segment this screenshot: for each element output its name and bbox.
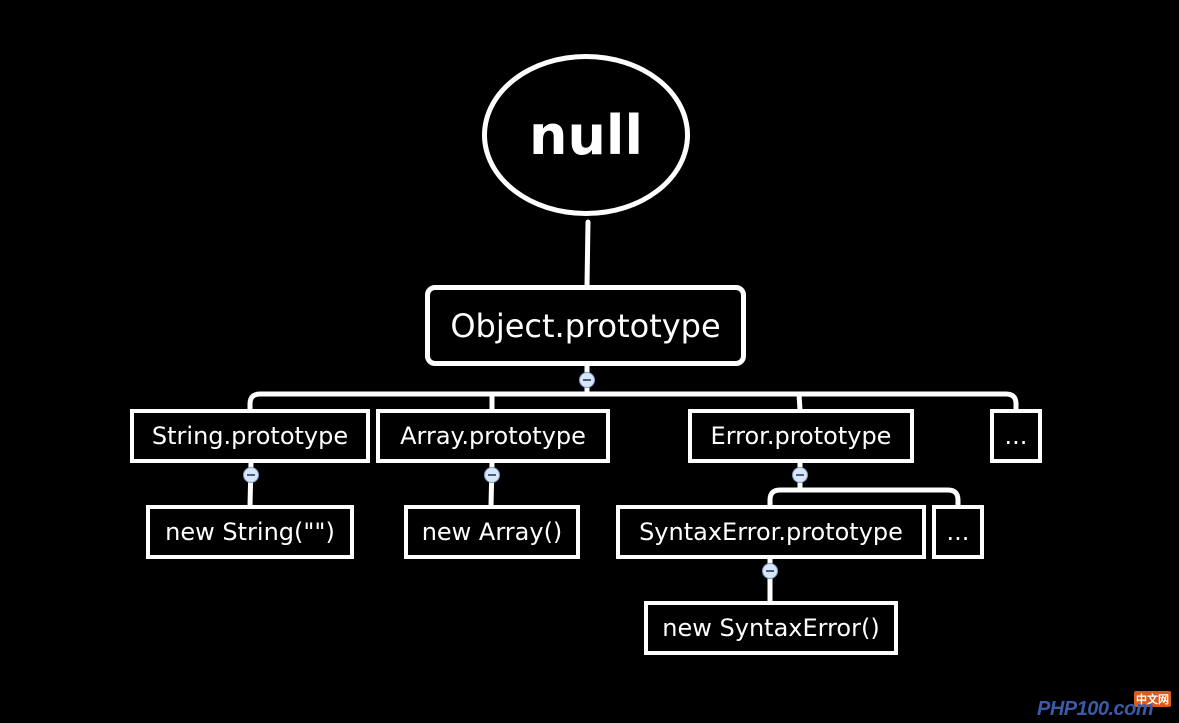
node-new-syntaxerror-label: new SyntaxError() [662, 614, 880, 642]
watermark-cn: 中文网 [1134, 691, 1171, 707]
node-syntaxerror-prototype[interactable]: SyntaxError.prototype [616, 505, 926, 559]
collapse-syntaxerror-prototype-icon[interactable] [762, 563, 778, 579]
node-null-label: null [529, 103, 643, 167]
node-string-prototype[interactable]: String.prototype [130, 409, 370, 463]
node-new-string[interactable]: new String("") [146, 505, 354, 559]
node-new-syntaxerror[interactable]: new SyntaxError() [644, 601, 898, 655]
node-null[interactable]: null [482, 54, 690, 216]
node-more-error-prototypes-label: ... [946, 518, 970, 546]
watermark-logo: 中文网 PHP100.com [1037, 691, 1173, 721]
node-error-prototype[interactable]: Error.prototype [688, 409, 914, 463]
node-object-prototype-label: Object.prototype [450, 306, 721, 345]
node-more-prototypes[interactable]: ... [990, 409, 1042, 463]
collapse-object-prototype-icon[interactable] [579, 372, 595, 388]
node-new-array-label: new Array() [421, 518, 563, 546]
collapse-error-prototype-icon[interactable] [792, 467, 808, 483]
collapse-string-prototype-icon[interactable] [243, 467, 259, 483]
node-array-prototype[interactable]: Array.prototype [376, 409, 610, 463]
node-more-prototypes-label: ... [1004, 422, 1028, 450]
node-syntaxerror-prototype-label: SyntaxError.prototype [639, 518, 903, 546]
node-string-prototype-label: String.prototype [151, 422, 349, 450]
collapse-array-prototype-icon[interactable] [484, 467, 500, 483]
node-more-error-prototypes[interactable]: ... [932, 505, 984, 559]
node-array-prototype-label: Array.prototype [400, 422, 586, 450]
edge-object-children [247, 363, 1019, 413]
edge-null-object [584, 219, 591, 289]
node-object-prototype[interactable]: Object.prototype [425, 285, 746, 366]
watermark-text: PHP100.com [1037, 698, 1154, 720]
node-error-prototype-label: Error.prototype [710, 422, 892, 450]
node-new-array[interactable]: new Array() [404, 505, 580, 559]
node-new-string-label: new String("") [165, 518, 335, 546]
